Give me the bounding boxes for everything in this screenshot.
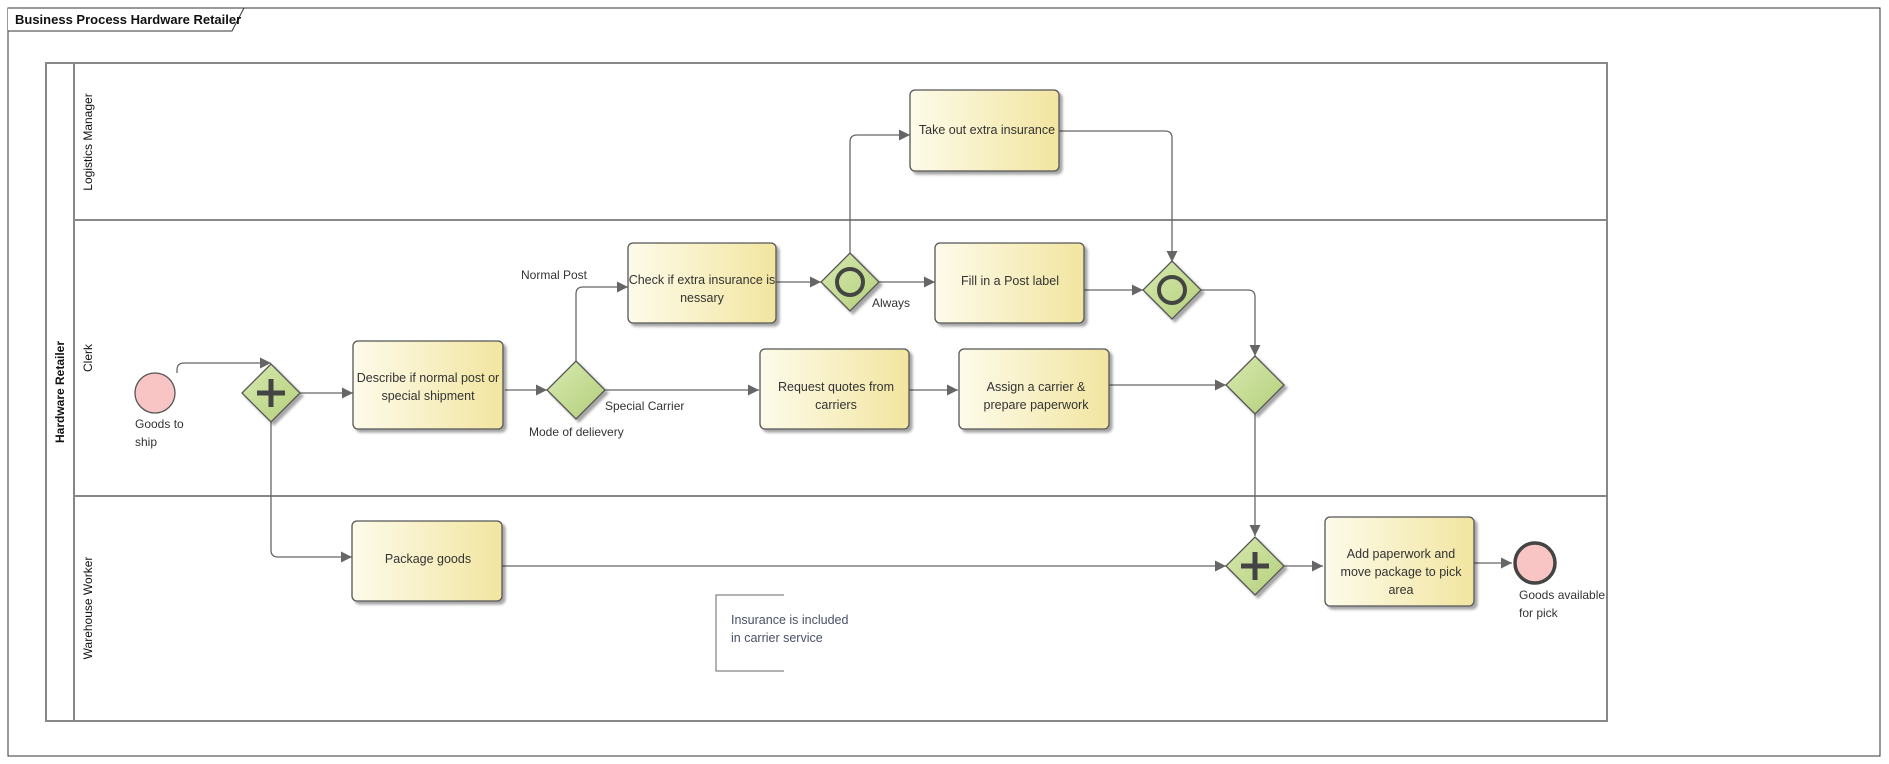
task-request-quotes[interactable]: Request quotes from carriers — [759, 348, 910, 430]
task-add-paperwork-line2: move package to pick — [1341, 565, 1463, 579]
flow-mode-to-check-insurance — [575, 281, 628, 362]
task-add-paperwork-line1: Add paperwork and — [1347, 547, 1455, 561]
task-request-quotes-line2: carriers — [815, 398, 857, 412]
annotation-line2: in carrier service — [731, 631, 823, 645]
lane-title-warehouse-worker: Warehouse Worker — [81, 557, 95, 660]
task-describe-shipment[interactable]: Describe if normal post or special shipm… — [352, 340, 504, 430]
task-describe-line1: Describe if normal post or — [357, 371, 499, 385]
flow-inclusive-to-take-insurance — [849, 129, 910, 254]
sequence-flows — [176, 129, 1512, 572]
flow-fork-to-package — [270, 421, 352, 563]
task-package-goods[interactable]: Package goods — [351, 520, 503, 602]
task-assign-carrier-line2: prepare paperwork — [984, 398, 1090, 412]
task-fill-post-label[interactable]: Fill in a Post label — [934, 242, 1085, 324]
end-event-label-line2: for pick — [1519, 606, 1559, 620]
text-annotation[interactable]: Insurance is included in carrier service — [715, 594, 848, 672]
flow-start-to-fork — [176, 357, 271, 373]
lane-title-logistics-manager: Logistics Manager — [81, 93, 95, 190]
parallel-gateway-join[interactable] — [1225, 536, 1285, 596]
task-request-quotes-line1: Request quotes from — [778, 380, 894, 394]
task-add-paperwork-line3: area — [1388, 583, 1413, 597]
inclusive-gateway-merge[interactable] — [1142, 260, 1202, 320]
task-assign-carrier[interactable]: Assign a carrier & prepare paperwork — [958, 348, 1110, 430]
exclusive-gateway-merge[interactable] — [1225, 355, 1285, 415]
parallel-gateway-fork[interactable] — [241, 363, 301, 423]
task-add-paperwork[interactable]: Add paperwork and move package to pick a… — [1324, 516, 1475, 607]
end-event-goods-available[interactable] — [1513, 541, 1557, 585]
lane-title-clerk: Clerk — [81, 343, 95, 372]
diagram-frame: Business Process Hardware Retailer — [7, 7, 1881, 757]
end-event-label-line1: Goods available — [1519, 588, 1605, 602]
task-take-insurance-line1: Take out extra insurance — [919, 123, 1055, 137]
task-fill-label-line1: Fill in a Post label — [961, 274, 1059, 288]
flow-merge-to-exclusive — [1201, 289, 1261, 356]
pool-title: Hardware Retailer — [53, 341, 67, 443]
lanes: Logistics Manager Clerk Warehouse Worker — [74, 93, 1607, 659]
task-take-insurance[interactable]: Take out extra insurance — [909, 89, 1060, 172]
flow-label-always: Always — [872, 296, 910, 310]
inclusive-gateway-insurance-split[interactable] — [820, 252, 880, 312]
task-check-insurance-line2: nessary — [680, 291, 725, 305]
task-check-insurance[interactable]: Check if extra insurance is nessary — [627, 242, 777, 324]
start-event-goods-to-ship[interactable] — [134, 372, 176, 414]
task-check-insurance-line1: Check if extra insurance is — [629, 273, 776, 287]
start-event-label-line2: ship — [135, 435, 157, 449]
flow-label-special-carrier: Special Carrier — [605, 399, 684, 413]
task-assign-carrier-line1: Assign a carrier & — [987, 380, 1086, 394]
frame-title: Business Process Hardware Retailer — [15, 12, 241, 27]
annotation-line1: Insurance is included — [731, 613, 848, 627]
flow-label-normal-post: Normal Post — [521, 268, 588, 282]
mode-of-delivery-label: Mode of delievery — [529, 425, 624, 439]
task-describe-line2: special shipment — [381, 389, 475, 403]
exclusive-gateway-mode-of-delivery[interactable] — [546, 360, 606, 420]
start-event-label-line1: Goods to — [135, 417, 184, 431]
flow-take-insurance-to-merge — [1059, 130, 1178, 262]
task-package-goods-line1: Package goods — [385, 552, 471, 566]
